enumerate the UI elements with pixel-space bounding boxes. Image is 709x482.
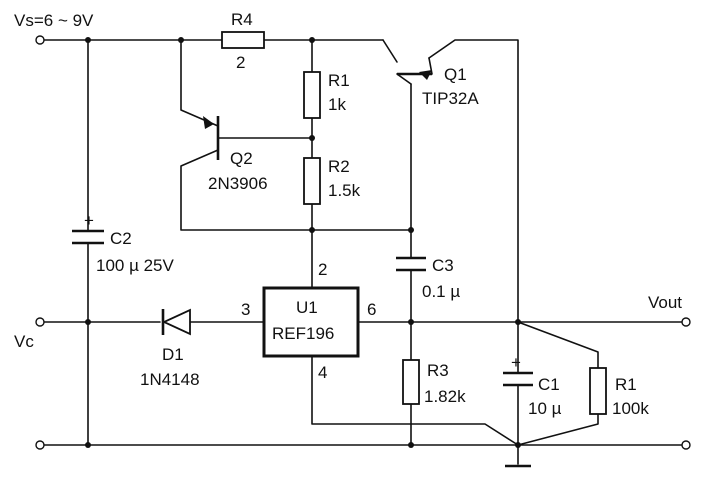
q2-transistor: Q2 2N3906 — [203, 116, 268, 193]
r2-value: 1.5k — [328, 181, 361, 200]
r2-ref: R2 — [328, 157, 350, 176]
c2-polarity: + — [84, 211, 94, 230]
terminals — [35, 35, 691, 450]
r3-ref: R3 — [427, 361, 449, 380]
r4-value: 2 — [236, 53, 245, 72]
r1-load-resistor: R1 100k — [589, 367, 649, 418]
c2-value: 100 µ 25V — [96, 256, 175, 275]
c2-capacitor: + C2 100 µ 25V — [72, 211, 175, 275]
c2-ref: C2 — [110, 229, 132, 248]
q1-transistor: Q1 TIP32A — [382, 39, 479, 108]
c3-capacitor: C3 0.1 µ — [396, 256, 460, 301]
vout-terminal — [681, 317, 691, 327]
r4-ref: R4 — [231, 10, 253, 29]
c1-polarity: + — [511, 353, 521, 372]
junction-dots — [85, 37, 521, 448]
u1-pin-top: 2 — [318, 260, 327, 279]
r3-resistor: R3 1.82k — [402, 359, 466, 406]
r1-load-value: 100k — [612, 399, 649, 418]
q1-part: TIP32A — [422, 89, 479, 108]
u1-ref: U1 — [296, 298, 318, 317]
q1-ref: Q1 — [444, 65, 467, 84]
u1-pin-out: 6 — [367, 300, 376, 319]
ground-terminal-right — [681, 440, 691, 450]
c1-value: 10 µ — [528, 399, 562, 418]
r3-value: 1.82k — [424, 387, 466, 406]
ground-terminal — [35, 440, 45, 450]
d1-diode: D1 1N4148 — [140, 308, 200, 389]
u1-part: REF196 — [272, 324, 334, 343]
c1-capacitor: + C1 10 µ — [503, 353, 562, 418]
vs-label: Vs=6 ~ 9V — [14, 11, 94, 30]
vc-label: Vc — [14, 332, 34, 351]
q2-ref: Q2 — [230, 149, 253, 168]
c1-ref: C1 — [538, 375, 560, 394]
vc-terminal — [35, 317, 45, 327]
r2-resistor: R2 1.5k — [303, 157, 361, 205]
u1-regulator: U1 REF196 2 3 6 4 — [241, 260, 376, 382]
terminal-labels: Vs=6 ~ 9V Vc Vout — [14, 11, 682, 351]
c3-value: 0.1 µ — [422, 282, 460, 301]
d1-part: 1N4148 — [140, 370, 200, 389]
r1-resistor: R1 1k — [303, 71, 350, 119]
r1-value: 1k — [328, 95, 346, 114]
c3-ref: C3 — [432, 256, 454, 275]
r1-load-ref: R1 — [615, 375, 637, 394]
d1-ref: D1 — [162, 345, 184, 364]
q2-part: 2N3906 — [208, 174, 268, 193]
r1-ref: R1 — [328, 71, 350, 90]
r4-resistor: R4 2 — [221, 10, 265, 72]
vs-terminal — [35, 35, 45, 45]
u1-pin-in: 3 — [241, 300, 250, 319]
wires — [42, 39, 684, 468]
vout-label: Vout — [648, 293, 682, 312]
u1-pin-gnd: 4 — [318, 363, 327, 382]
